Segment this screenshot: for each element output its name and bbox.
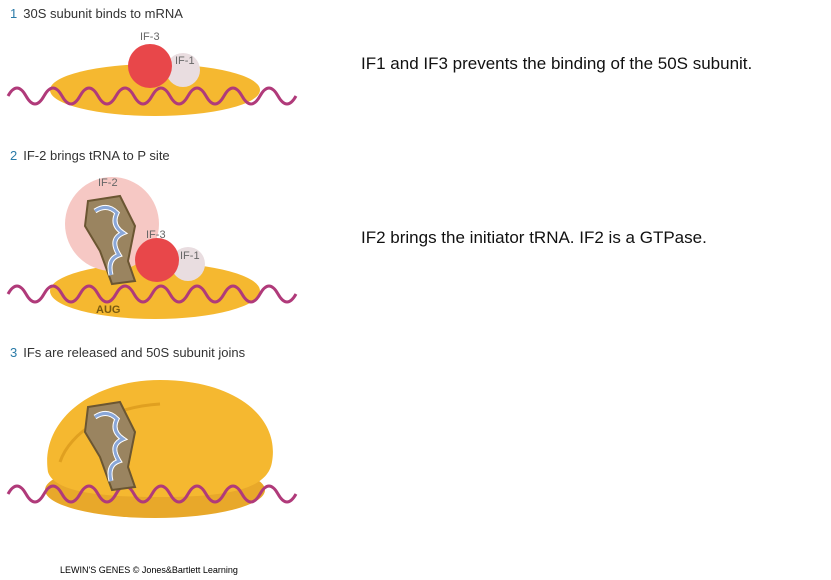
- if1-label: IF-1: [175, 55, 195, 67]
- if3-factor: [135, 238, 179, 282]
- ribosome-50s-subunit: [47, 380, 273, 497]
- aug-codon-label: AUG: [96, 304, 120, 316]
- step-3-number: 3: [10, 345, 18, 360]
- initiator-trna: [83, 400, 137, 492]
- if1-label: IF-1: [180, 250, 200, 262]
- step-3-panel: [0, 362, 320, 532]
- step-1-caption: 1 30S subunit binds to mRNA: [10, 6, 183, 21]
- step-1-illustration: IF-3 IF-1: [6, 31, 298, 116]
- step-1-panel: IF-3 IF-1: [0, 26, 320, 121]
- trna-backbone: [94, 206, 127, 276]
- step-2-caption: 2 IF-2 brings tRNA to P site: [10, 148, 170, 163]
- step-3-text: IFs are released and 50S subunit joins: [23, 345, 246, 360]
- mrna-strand: [6, 484, 298, 504]
- initiator-trna: [83, 194, 137, 286]
- mrna-strand: [6, 284, 298, 304]
- step-1-number: 1: [10, 6, 18, 21]
- if3-label: IF-3: [146, 229, 166, 241]
- step-3-illustration: [6, 380, 298, 518]
- mrna-strand: [6, 86, 298, 106]
- step-2-number: 2: [10, 148, 18, 163]
- if3-factor: [128, 44, 172, 88]
- annotation-if2: IF2 brings the initiator tRNA. IF2 is a …: [361, 228, 707, 247]
- step-2-panel: IF-2 IF-3 IF-1 AUG: [0, 166, 320, 326]
- step-2-illustration: IF-2 IF-3 IF-1 AUG: [6, 177, 298, 319]
- image-credit: LEWIN'S GENES © Jones&Bartlett Learning: [60, 565, 238, 575]
- annotation-if1-if3: IF1 and IF3 prevents the binding of the …: [361, 54, 753, 73]
- if1-factor: [171, 247, 205, 281]
- step-2-text: IF-2 brings tRNA to P site: [23, 148, 170, 163]
- if3-label: IF-3: [140, 31, 160, 43]
- step-1-text: 30S subunit binds to mRNA: [23, 6, 183, 21]
- trna-backbone: [94, 412, 127, 482]
- if2-label: IF-2: [98, 177, 118, 189]
- if1-factor: [166, 53, 200, 87]
- step-3-caption: 3 IFs are released and 50S subunit joins: [10, 345, 245, 360]
